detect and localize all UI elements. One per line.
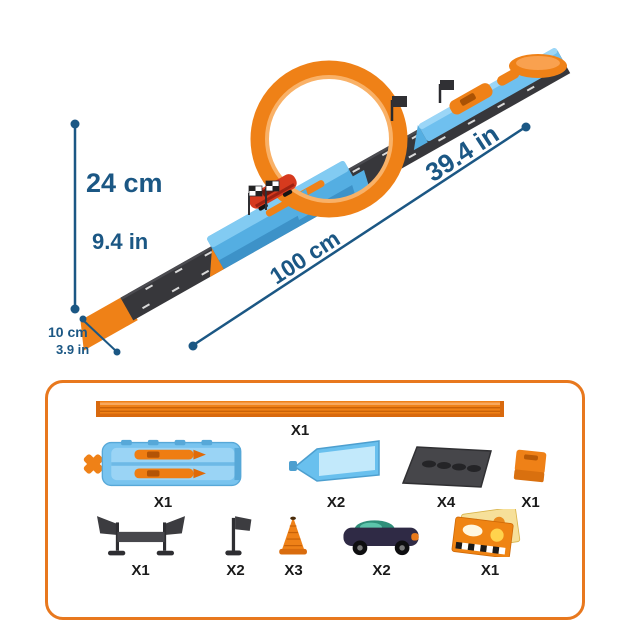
connector-image xyxy=(513,449,546,483)
loop xyxy=(250,60,408,220)
flag-qty: X2 xyxy=(226,562,245,579)
car-image xyxy=(343,520,419,556)
car-qty: X2 xyxy=(372,562,391,579)
part-track-segment: X4 xyxy=(396,439,496,511)
part-launcher: X1 xyxy=(68,439,258,511)
track-segment-qty: X4 xyxy=(436,494,456,511)
part-flag: X2 xyxy=(213,513,258,579)
checkered-flags xyxy=(248,180,280,215)
start-gate-qty: X1 xyxy=(131,562,150,579)
straight-track-image xyxy=(96,401,504,417)
parts-box: X1 X1 xyxy=(45,380,585,620)
part-straight-track: X1 xyxy=(78,395,522,439)
height-dimension-line xyxy=(70,119,80,314)
height-in-label: 9.4 in xyxy=(92,229,149,254)
sticker-sheets-image xyxy=(451,509,521,557)
part-start-gate: X1 xyxy=(78,513,203,579)
cone-qty: X3 xyxy=(284,562,303,579)
finish-disc xyxy=(509,54,567,78)
width-in-label: 3.9 in xyxy=(56,342,90,357)
main-track xyxy=(80,48,571,351)
track-segment-image xyxy=(401,446,492,488)
flag-image xyxy=(225,516,252,556)
straight-track-qty: X1 xyxy=(290,422,310,439)
part-cone: X3 xyxy=(266,513,321,579)
track-illustration-drawing xyxy=(70,48,571,356)
part-connector: X1 xyxy=(503,439,558,511)
ramp-image xyxy=(288,440,380,482)
width-cm-label: 10 cm xyxy=(48,324,88,340)
launch-ramp xyxy=(80,295,138,351)
track-illustration: 24 cm 9.4 in 10 cm 3.9 in 39.4 in 100 cm xyxy=(48,48,571,357)
launcher-qty: X1 xyxy=(153,494,173,511)
sticker-qty: X1 xyxy=(480,562,500,579)
cone-image xyxy=(279,516,307,555)
ramp-qty: X2 xyxy=(326,494,346,511)
launcher-image xyxy=(83,439,241,487)
height-cm-label: 24 cm xyxy=(86,168,163,198)
connector-qty: X1 xyxy=(521,494,540,511)
marker-flags xyxy=(390,80,454,121)
part-car: X2 xyxy=(334,513,429,579)
length-dimension-line xyxy=(188,122,531,351)
part-ramp: X2 xyxy=(286,439,386,511)
width-dimension-line xyxy=(79,315,121,356)
part-stickers: X1 xyxy=(440,509,540,579)
start-gate-image xyxy=(96,516,185,556)
